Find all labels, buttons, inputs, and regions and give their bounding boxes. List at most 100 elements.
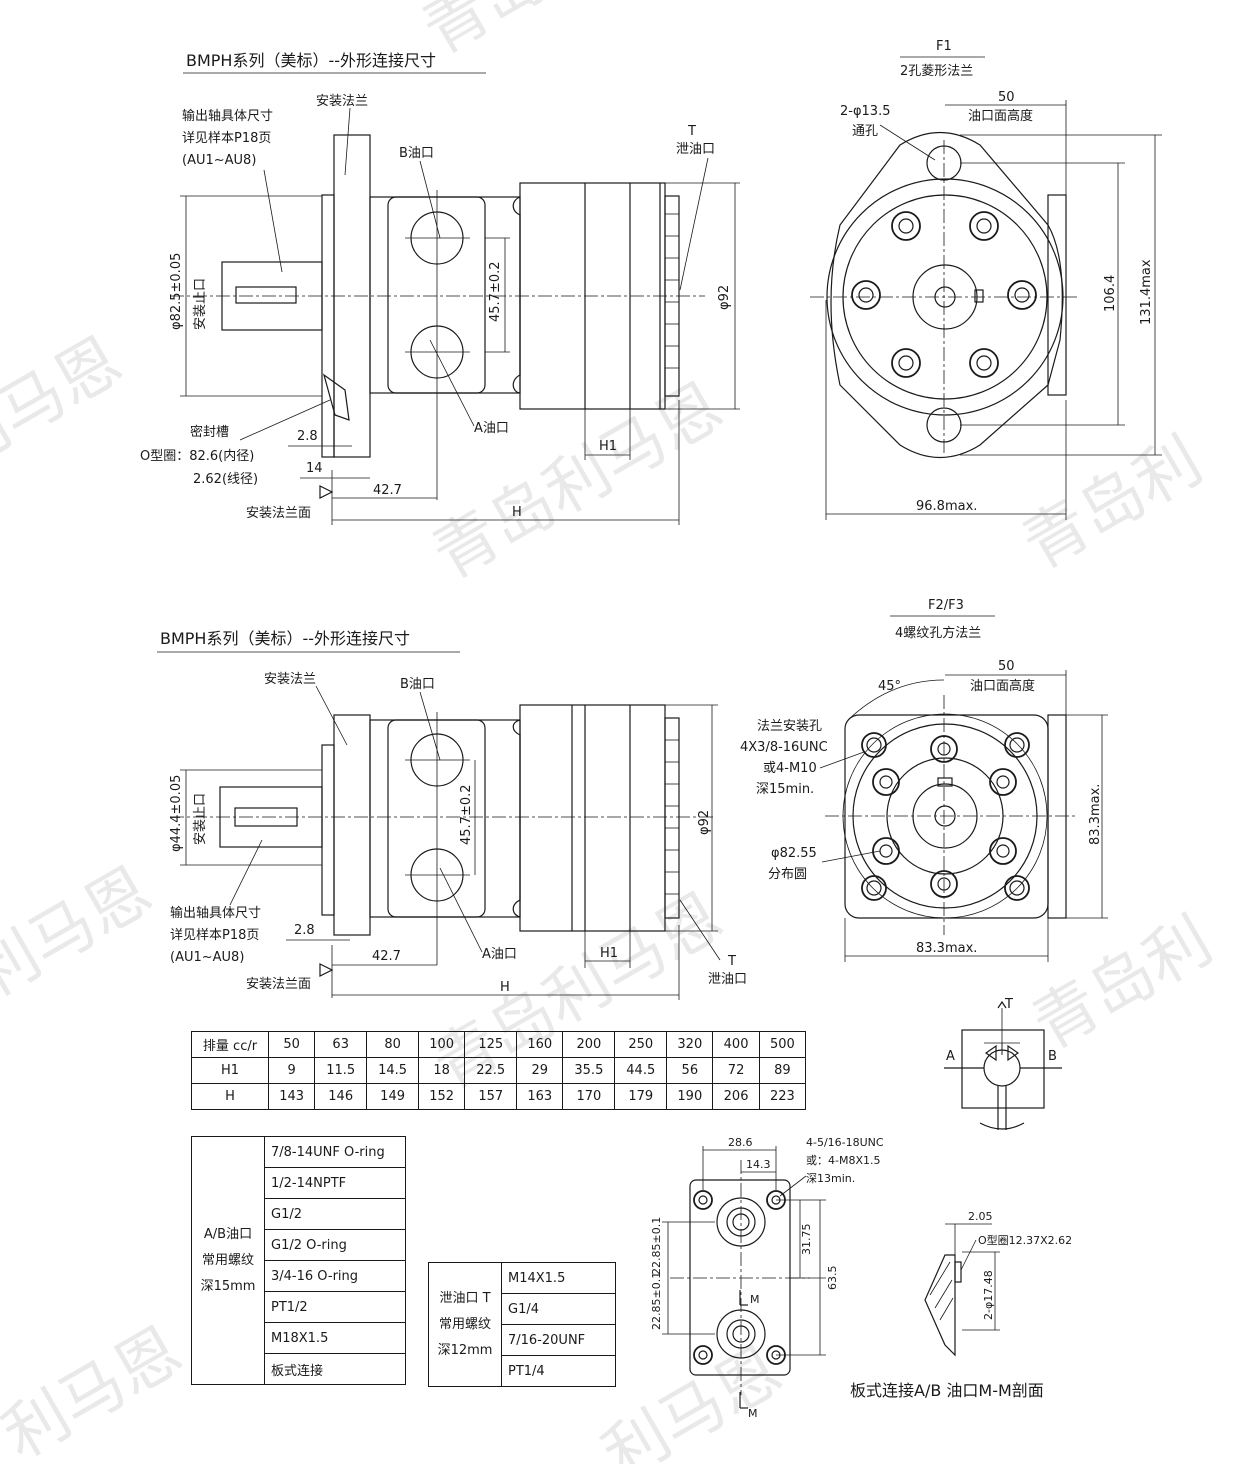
thread-group-label-line: 深15mm <box>200 1278 256 1294</box>
table-cell: 500 <box>758 1031 807 1058</box>
thread-spec-cell: 1/2-14NPTF <box>264 1167 406 1199</box>
plate-view: 28.6 14.3 4-5/16-18UNC 或：4-M8X1.5 深13min… <box>650 1136 1044 1420</box>
table-cell: 80 <box>366 1031 420 1058</box>
table-cell: 35.5 <box>562 1057 616 1084</box>
table-cell: 170 <box>562 1083 616 1110</box>
thread-spec-cell: PT1/4 <box>501 1355 616 1387</box>
bottom-dim-42-7: 42.7 <box>372 949 401 964</box>
top-side-view: BMPH系列（美标）--外形连接尺寸 <box>140 51 740 525</box>
bottom-title: BMPH系列（美标）--外形连接尺寸 <box>160 629 410 648</box>
list-item: 3/4-16 O-ring <box>192 1260 406 1292</box>
table-cell: 400 <box>712 1031 760 1058</box>
list-item: PT1/4 <box>429 1355 616 1387</box>
f23-corner-holes <box>861 732 1030 901</box>
top-a-port: A油口 <box>474 421 509 436</box>
section-oring: O型圈12.37X2.62 <box>978 1233 1072 1247</box>
bottom-side-view: BMPH系列（美标）--外形连接尺寸 φ44.4±0.05 安装止口 <box>157 629 747 1000</box>
row-label-cell: 排量 cc/r <box>191 1031 269 1058</box>
plate-thread-note-1: 4-5/16-18UNC <box>806 1136 884 1149</box>
thread-group-label-line: 泄油口 T <box>439 1290 491 1306</box>
symbol-t: T <box>1004 997 1013 1012</box>
top-dim-14: 14 <box>306 461 323 476</box>
plate-caption: 板式连接A/B 油口M-M剖面 <box>850 1381 1044 1400</box>
bottom-a-port: A油口 <box>482 947 517 962</box>
f1-dim-50: 50 <box>998 90 1015 105</box>
top-b-port: B油口 <box>399 146 434 161</box>
thread-group-label-line: A/B油口 <box>203 1226 253 1242</box>
watermark: 利马恩 <box>0 1314 194 1464</box>
section-dia: 2-φ17.48 <box>982 1270 995 1320</box>
top-oring-1: O型圈：82.6(内径) <box>140 448 254 464</box>
bottom-body-dia: φ92 <box>697 810 712 835</box>
bottom-b-port: B油口 <box>400 677 435 692</box>
f1-hole-label-1: 2-φ13.5 <box>840 104 890 119</box>
plate-dim-28-6: 28.6 <box>728 1136 753 1149</box>
top-flange-face: 安装法兰面 <box>246 506 311 521</box>
top-t-port-1: T <box>687 124 696 139</box>
watermark: 青岛利马恩 <box>421 370 735 594</box>
plate-thread-note-3: 深13min. <box>806 1172 855 1185</box>
top-flange-label: 安装法兰 <box>316 94 368 109</box>
top-seal-groove: 密封槽 <box>190 424 229 440</box>
thread-spec-cell: PT1/2 <box>264 1291 406 1323</box>
f23-mount-hole-4: 深15min. <box>756 782 814 797</box>
top-port-spacing: 45.7±0.2 <box>488 261 503 322</box>
f1-title-2: 2孔菱形法兰 <box>900 64 973 79</box>
f23-dim-83-3-h: 83.3max. <box>916 941 977 956</box>
thread-spec-cell: 7/8-14UNF O-ring <box>264 1136 406 1168</box>
table-cell: 14.5 <box>366 1057 420 1084</box>
bottom-pilot-label: 安装止口 <box>193 793 208 845</box>
thread-group-label-line: 常用螺纹 <box>201 1252 254 1268</box>
table-cell: 22.5 <box>464 1057 518 1084</box>
table-cell: 63 <box>314 1031 368 1058</box>
plate-m-label-2: M <box>748 1407 758 1420</box>
plate-dim-31-75: 31.75 <box>800 1224 813 1256</box>
plate-thread-note-2: 或：4-M8X1.5 <box>806 1154 881 1167</box>
plate-dim-63-5: 63.5 <box>826 1266 839 1291</box>
thread-spec-cell: 7/16-20UNF <box>501 1324 616 1356</box>
top-shaft-note-1: 输出轴具体尺寸 <box>182 108 273 124</box>
thread-group-label: A/B油口常用螺纹深15mm <box>191 1136 265 1385</box>
table-cell: 200 <box>562 1031 616 1058</box>
f23-mount-hole-3: 或4-M10 <box>763 761 817 776</box>
bottom-dim-2-8: 2.8 <box>294 923 315 938</box>
top-dim-h1: H1 <box>599 439 617 454</box>
f23-bolt-circle-2: 分布圆 <box>768 867 807 882</box>
f23-mount-hole-1: 法兰安装孔 <box>757 719 822 734</box>
bottom-port-spacing: 45.7±0.2 <box>459 784 474 845</box>
watermark: 利马恩 <box>0 854 164 1014</box>
list-item: M18X1.5 <box>192 1322 406 1354</box>
table-cell: 29 <box>516 1057 564 1084</box>
f23-title-2: 4螺纹孔方法兰 <box>895 625 981 641</box>
thread-spec-cell: G1/4 <box>501 1293 616 1325</box>
bottom-shaft-note-2: 详见样本P18页 <box>170 928 259 943</box>
f1-bolt-holes <box>851 211 1037 378</box>
thread-spec-cell: 板式连接 <box>264 1353 406 1385</box>
thread-group-label-line: 深12mm <box>437 1342 493 1358</box>
thread-spec-cell: G1/2 O-ring <box>264 1229 406 1261</box>
section-detail: 2.05 2-φ17.48 O型圈12.37X2.62 <box>924 1210 1072 1357</box>
watermark: 利马恩 <box>0 324 134 484</box>
f23-dim-83-3-v: 83.3max. <box>1088 784 1103 845</box>
bottom-flange-label: 安装法兰 <box>264 672 316 687</box>
bottom-shaft-note-3: (AU1~AU8) <box>170 950 244 965</box>
watermark: 利马恩 <box>591 1334 794 1464</box>
table-cell: 157 <box>464 1083 518 1110</box>
top-oring-2: 2.62(线径) <box>193 472 258 487</box>
top-dim-2-8: 2.8 <box>297 429 318 444</box>
thread-spec-cell: 3/4-16 O-ring <box>264 1260 406 1292</box>
table-cell: 18 <box>418 1057 466 1084</box>
thread-spec-cell: G1/2 <box>264 1198 406 1230</box>
f1-hole-label-2: 通孔 <box>852 124 878 139</box>
list-item: 板式连接 <box>192 1353 406 1385</box>
table-cell: 152 <box>418 1083 466 1110</box>
symbol-b: B <box>1048 1049 1057 1064</box>
watermark: 青岛利 <box>1021 904 1224 1064</box>
